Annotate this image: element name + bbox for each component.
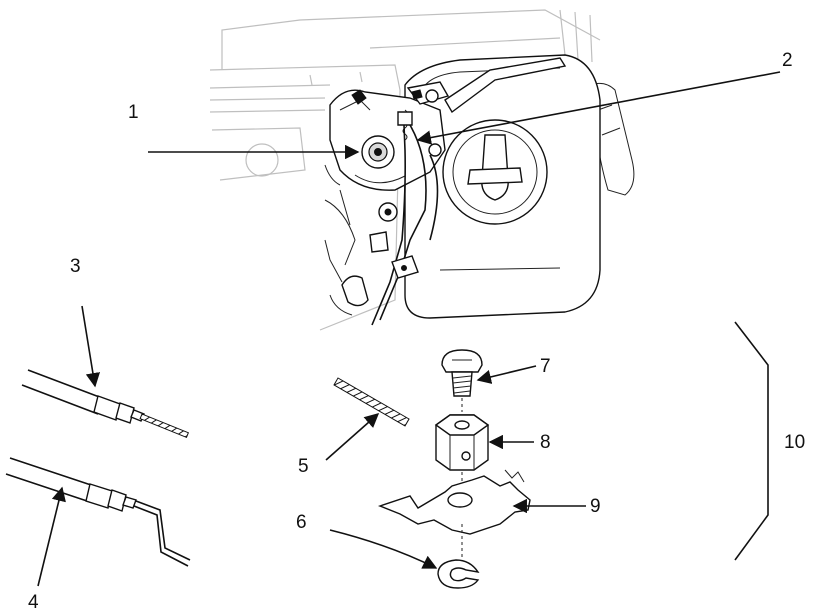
callout-1: 1 — [128, 102, 360, 160]
callout-8-label: 8 — [540, 432, 551, 453]
callout-2-label: 2 — [782, 50, 793, 71]
callout-9-label: 9 — [590, 496, 601, 517]
callout-7-label: 7 — [540, 356, 551, 377]
callout-4: 4 — [28, 486, 66, 613]
callout-3: 3 — [70, 256, 101, 388]
callout-8: 8 — [488, 432, 551, 453]
throttle-linkage — [329, 57, 567, 191]
clamp-nut — [434, 414, 490, 488]
callout-2-arrow — [416, 71, 781, 145]
callout-6: 6 — [296, 512, 438, 569]
callout-5-arrow — [325, 413, 380, 461]
callout-7-arrow — [476, 365, 537, 384]
retaining-clip — [437, 559, 480, 589]
callout-9: 9 — [512, 496, 601, 517]
callout-10: 10 — [734, 321, 805, 561]
callout-2: 2 — [416, 50, 793, 145]
engine-assembly — [209, 9, 635, 331]
throttle-cable-straight-end — [21, 369, 190, 439]
callout-6-arrow — [329, 529, 438, 569]
bracket-plate — [377, 469, 531, 560]
callout-5-label: 5 — [298, 456, 309, 477]
throttle-cable-bent-end — [5, 457, 191, 567]
group-bracket — [734, 321, 769, 561]
callout-3-arrow — [81, 305, 101, 388]
callout-4-arrow — [37, 486, 66, 587]
throttle-cable-path — [371, 124, 439, 326]
clamp-screw — [441, 349, 483, 412]
wire-strand — [333, 377, 410, 427]
engine-housing-outline — [209, 9, 601, 331]
callout-6-label: 6 — [296, 512, 307, 533]
callout-7: 7 — [476, 356, 551, 384]
callout-4-label: 4 — [28, 592, 39, 613]
engine-lower-details — [324, 164, 398, 316]
callout-5: 5 — [298, 413, 380, 477]
callout-1-label: 1 — [128, 102, 139, 123]
fuel-tank — [404, 54, 601, 319]
callout-10-label: 10 — [784, 432, 805, 453]
callout-3-label: 3 — [70, 256, 81, 277]
